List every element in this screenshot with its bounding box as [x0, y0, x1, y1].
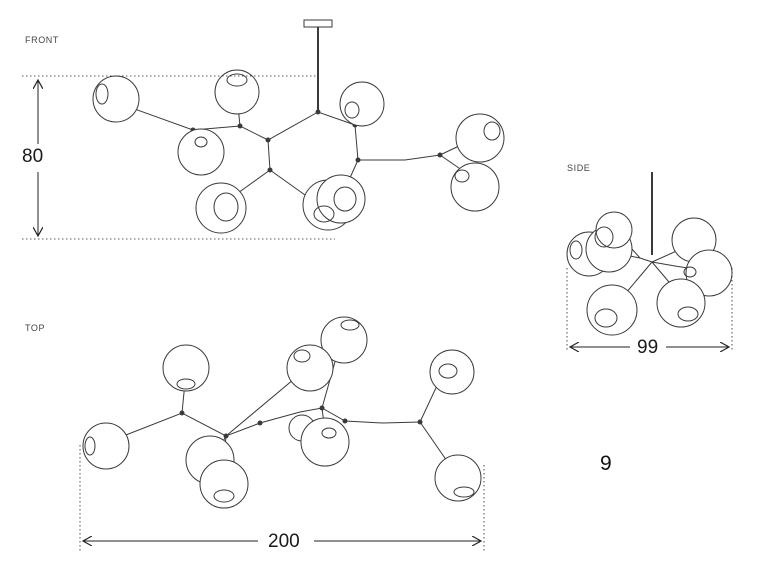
top-globe [429, 349, 475, 395]
front-height-dimension [22, 75, 335, 240]
front-view-label: FRONT [25, 35, 59, 45]
top-view-label: TOP [25, 323, 46, 333]
front-globe [455, 113, 505, 163]
front-globe [195, 182, 247, 234]
top-globe [162, 344, 210, 392]
top-globe [434, 454, 482, 502]
front-view [92, 19, 505, 234]
model-number: 9 [600, 452, 612, 475]
front-globe [450, 162, 500, 212]
front-globe [339, 81, 385, 127]
front-height-dimension-value: 80 [22, 146, 44, 167]
front-globe [316, 174, 366, 224]
side-width-dimension [566, 268, 733, 352]
top-view [82, 316, 482, 509]
front-arm-main [117, 102, 473, 178]
top-arm-main [107, 407, 459, 478]
top-globe [300, 417, 350, 467]
top-globe [82, 422, 130, 470]
front-canopy [303, 19, 333, 28]
side-view-label: SIDE [567, 163, 591, 173]
front-globe [92, 75, 140, 123]
top-globe [199, 459, 249, 509]
top-width-dimension-value: 200 [268, 531, 300, 552]
front-globe [214, 69, 260, 115]
front-globe [177, 128, 225, 176]
side-view [566, 172, 733, 336]
side-globe [595, 211, 633, 249]
top-globe [286, 344, 334, 392]
side-width-dimension-value: 99 [637, 337, 659, 358]
front-arm [267, 139, 271, 171]
top-width-dimension [79, 445, 485, 553]
side-globe [656, 278, 706, 328]
